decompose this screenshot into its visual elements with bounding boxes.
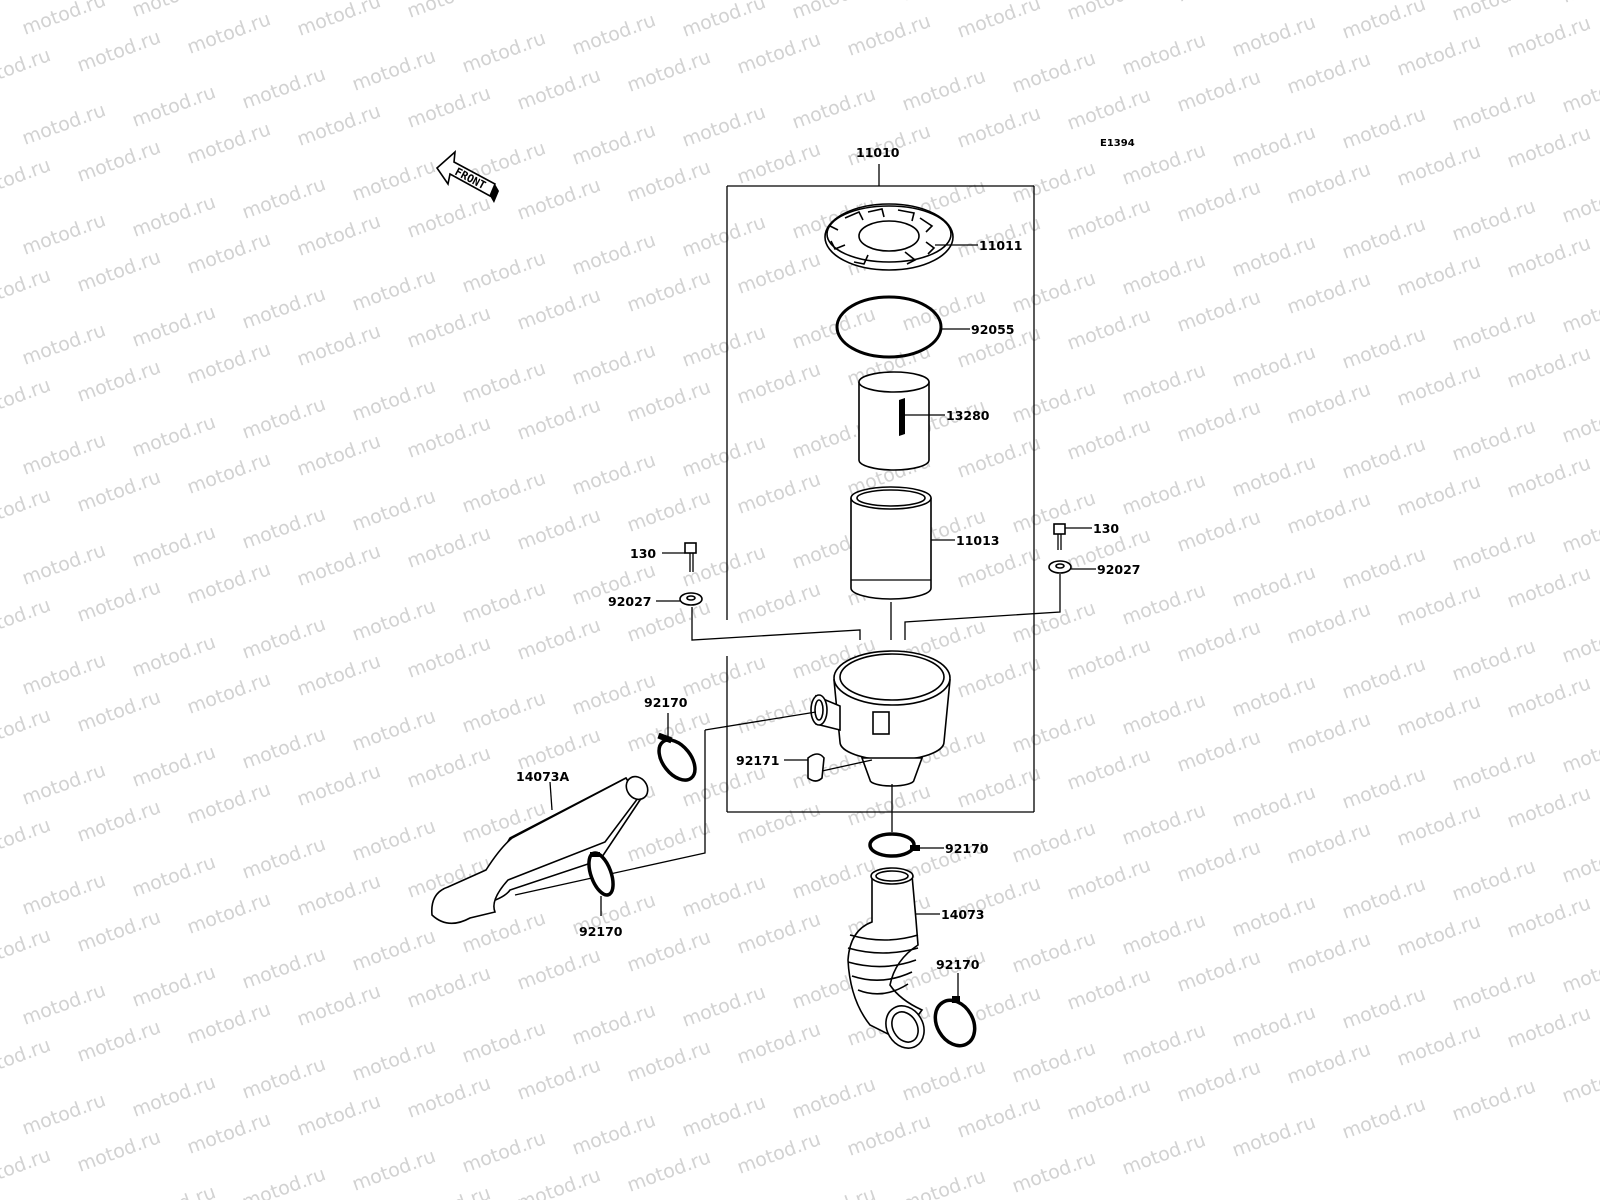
hose-clamp-upper-part bbox=[657, 732, 697, 782]
label-92170-lower-left: 92170 bbox=[579, 924, 623, 939]
front-label: FRONT bbox=[453, 165, 489, 192]
washer-right-part bbox=[1048, 560, 1072, 574]
bolt-left-part bbox=[684, 542, 697, 572]
bellows-hose-part bbox=[847, 867, 925, 1049]
inner-filter-element-part bbox=[858, 371, 930, 471]
label-92170-upper: 92170 bbox=[644, 695, 688, 710]
label-92027-right: 92027 bbox=[1097, 562, 1141, 577]
intake-duct-hose-part bbox=[431, 775, 649, 925]
label-14073A: 14073A bbox=[516, 769, 569, 784]
front-arrow-icon: FRONT bbox=[435, 150, 499, 203]
o-ring-part bbox=[835, 295, 943, 359]
washer-left-part bbox=[679, 592, 703, 606]
label-130-left: 130 bbox=[630, 546, 656, 561]
label-92170-bottom: 92170 bbox=[936, 957, 980, 972]
label-92055: 92055 bbox=[971, 322, 1015, 337]
clip-part bbox=[807, 753, 825, 782]
bolt-right-part bbox=[1053, 523, 1066, 550]
outer-filter-element-part bbox=[850, 486, 932, 600]
hose-clamp-middle-part bbox=[868, 832, 920, 858]
label-92170-mid: 92170 bbox=[945, 841, 989, 856]
label-11010: 11010 bbox=[856, 145, 900, 160]
filter-cover-plate-part bbox=[824, 203, 954, 271]
hose-clamp-bottom-part bbox=[933, 996, 977, 1048]
label-11011: 11011 bbox=[979, 238, 1023, 253]
filter-housing-part bbox=[810, 650, 951, 787]
label-92027-left: 92027 bbox=[608, 594, 652, 609]
hose-clamp-lower-left-part bbox=[587, 851, 615, 897]
diagram-code: E1394 bbox=[1100, 138, 1135, 149]
label-92171: 92171 bbox=[736, 753, 780, 768]
label-14073: 14073 bbox=[941, 907, 985, 922]
label-11013: 11013 bbox=[956, 533, 1000, 548]
label-130-right: 130 bbox=[1093, 521, 1119, 536]
label-13280: 13280 bbox=[946, 408, 990, 423]
assembly-bracket bbox=[726, 164, 1035, 813]
